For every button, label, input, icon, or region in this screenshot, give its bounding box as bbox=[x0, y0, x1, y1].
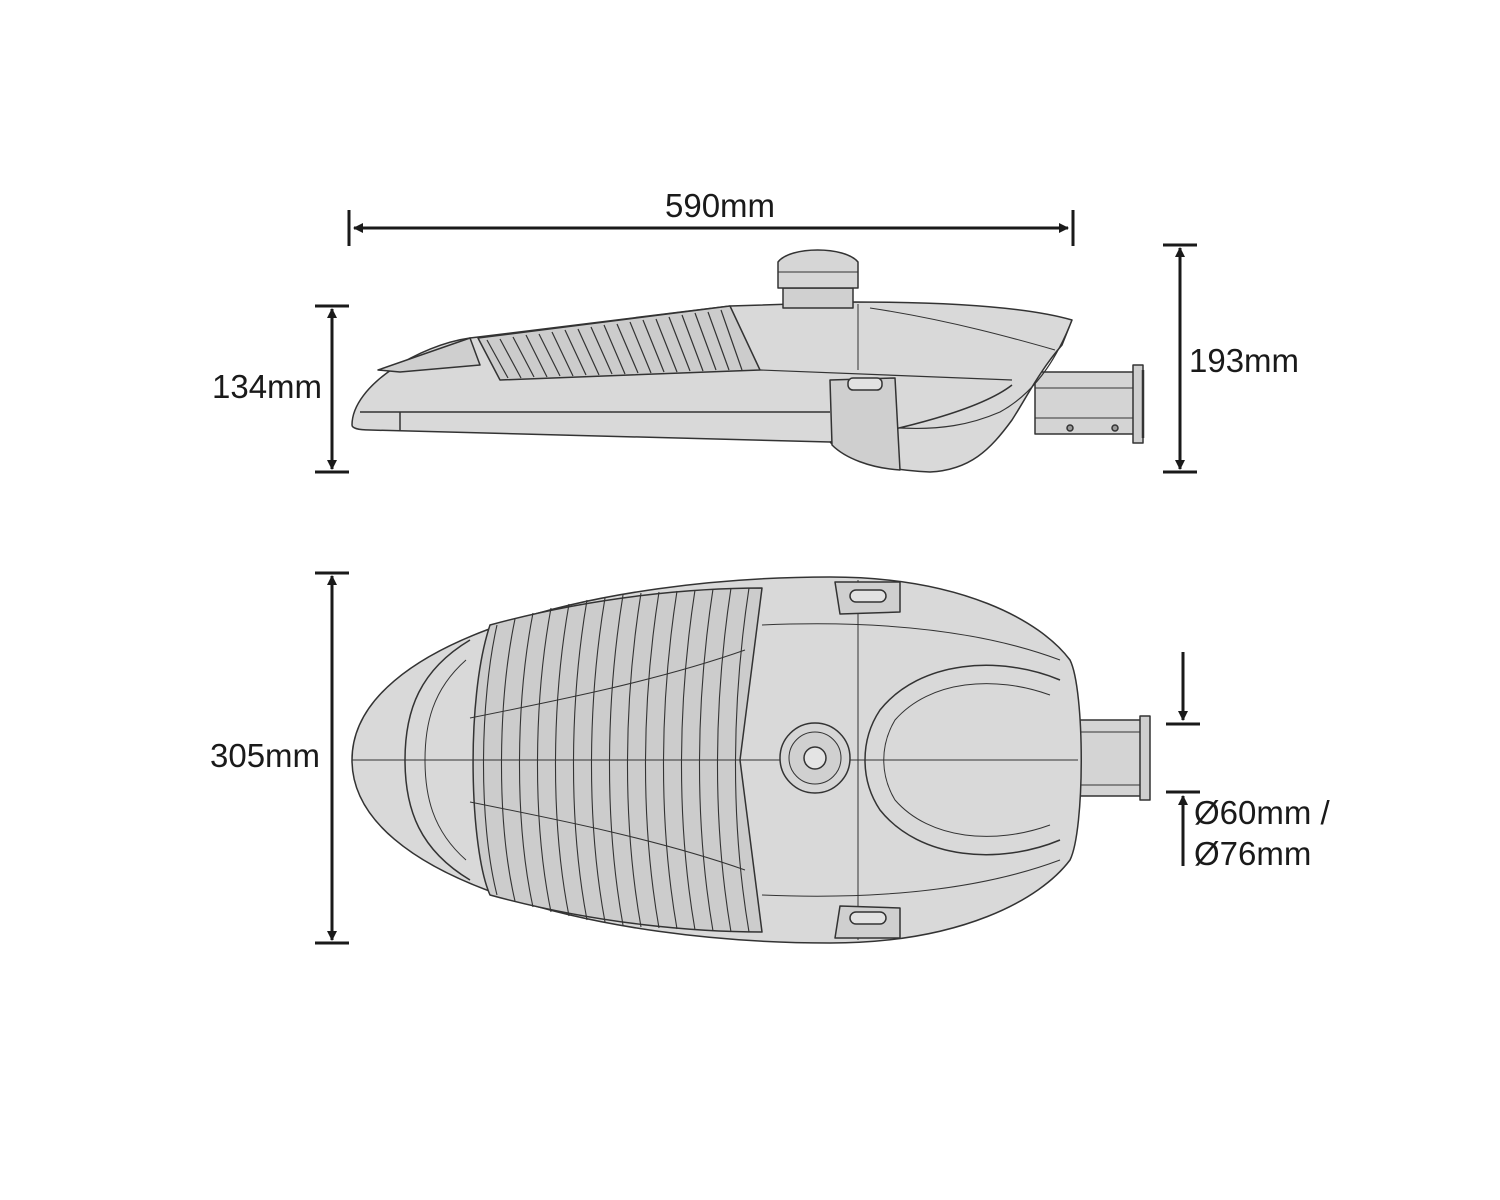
depth-label: 305mm bbox=[210, 737, 321, 774]
top-view-sensor bbox=[779, 722, 851, 794]
side-view-pole-adapter bbox=[1034, 364, 1145, 444]
side-view-heatsink bbox=[477, 305, 761, 381]
side-height-label: 134mm bbox=[212, 368, 323, 405]
pole-diameter-label-line1: Ø60mm / bbox=[1194, 794, 1330, 831]
total-height-label: 193mm bbox=[1189, 342, 1300, 379]
pole-diameter-label-line2: Ø76mm bbox=[1194, 835, 1312, 872]
dimension-lines bbox=[315, 210, 1200, 945]
side-view-latch bbox=[829, 377, 901, 471]
width-label: 590mm bbox=[665, 187, 776, 224]
top-view-latch-bottom bbox=[834, 905, 901, 939]
side-view-sensor bbox=[777, 249, 859, 309]
top-view bbox=[351, 576, 1151, 944]
side-view bbox=[351, 249, 1145, 473]
top-view-latch-top bbox=[834, 581, 901, 615]
